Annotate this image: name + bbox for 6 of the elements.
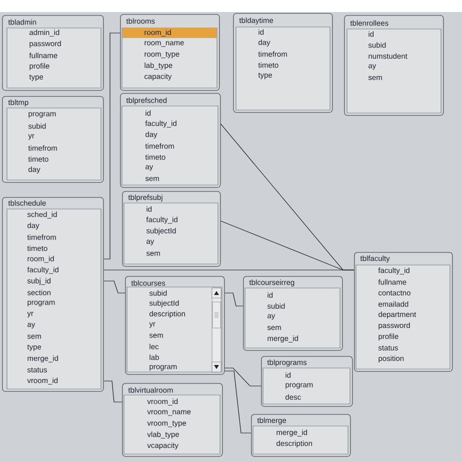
relationship-line: [224, 368, 262, 386]
relationship-line: [224, 292, 244, 306]
relationship-line: [224, 370, 252, 434]
relationship-line: [104, 32, 120, 260]
relationship-line: [104, 380, 122, 402]
relationship-line: [104, 280, 126, 294]
